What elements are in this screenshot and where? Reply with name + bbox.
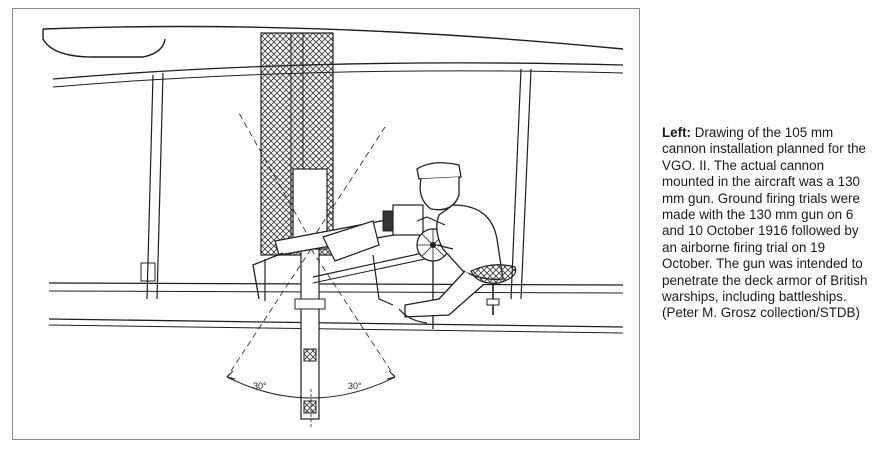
gunner-cap (416, 162, 462, 180)
angle-label-right: 30° (348, 381, 362, 391)
gunner-legs (404, 270, 484, 318)
traverse-arc (226, 376, 396, 399)
angle-label-left: 30° (253, 381, 267, 391)
caption-text: Drawing of the 105 mm cannon installatio… (662, 125, 868, 321)
gunner-seat (470, 264, 517, 284)
cannon-installation-drawing: 30° 30° (42, 25, 624, 429)
caption-lead: Left: (662, 125, 692, 140)
fuselage-top-line (42, 25, 624, 50)
gunner-head (419, 177, 460, 211)
technical-drawing: 30° 30° (12, 8, 640, 440)
fuselage-nose (42, 29, 166, 58)
figure-caption: Left: Drawing of the 105 mm cannon insta… (662, 125, 868, 322)
